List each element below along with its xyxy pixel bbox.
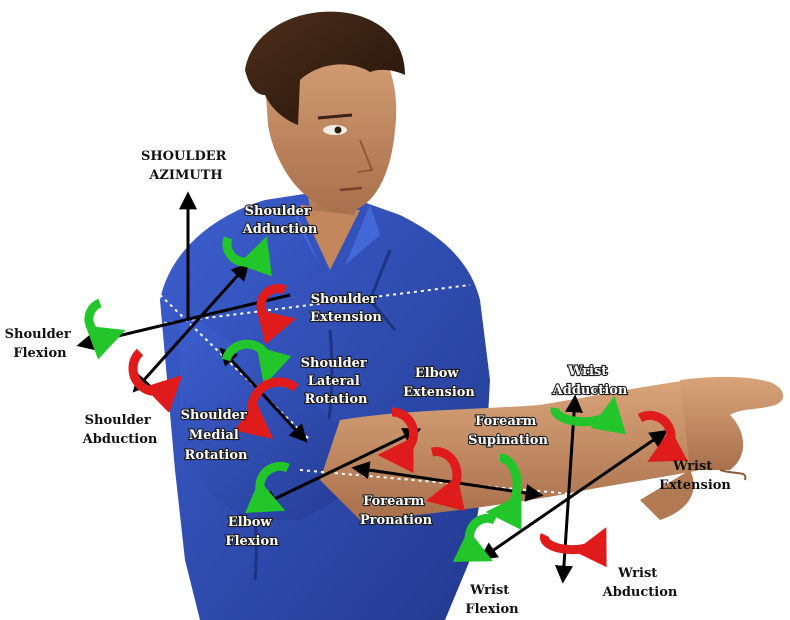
label-wrist-abduction: Wrist Abduction: [602, 566, 678, 600]
label-wrist-adduction: Wrist Adduction: [552, 364, 628, 398]
label-shoulder-flexion: Shoulder Flexion: [5, 327, 76, 361]
label-shoulder-medial-rotation: Shoulder Medial Rotation: [181, 408, 252, 463]
hand: [680, 377, 783, 470]
label-shoulder-lateral-rotation: Shoulder Lateral Rotation: [301, 356, 372, 407]
label-shoulder-abduction: Shoulder Abduction: [82, 413, 158, 447]
label-wrist-flexion: Wrist Flexion: [465, 583, 519, 617]
wrist-abduction-rotation-icon: [544, 535, 600, 550]
wrist-flexion-rotation-icon: [469, 518, 495, 555]
shoulder-flexion-rotation-icon: [89, 303, 112, 336]
label-shoulder-azimuth: SHOULDER AZIMUTH: [141, 149, 231, 183]
